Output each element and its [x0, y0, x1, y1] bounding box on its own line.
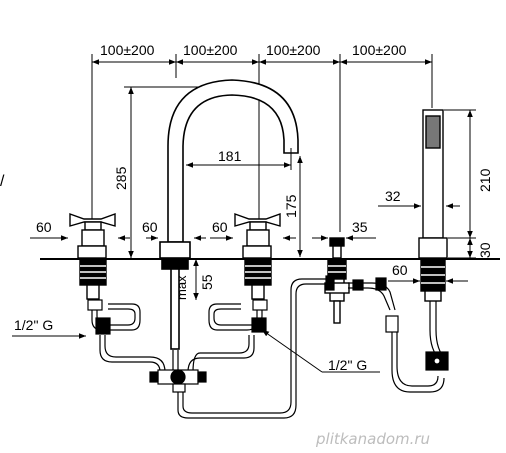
handshower-holder-label: 60 — [392, 262, 408, 278]
pipe-fittings — [87, 275, 449, 393]
spacing-1-label: 100±200 — [100, 42, 155, 58]
max-label: max — [174, 275, 189, 300]
bottom-inlet-leader — [261, 329, 380, 373]
edge-mark: / — [0, 173, 5, 190]
spacing-3-label: 100±200 — [266, 42, 321, 58]
outlet-height-label: 175 — [283, 194, 299, 218]
handshower-height-dimension — [444, 109, 476, 259]
spacing-2-label: 100±200 — [183, 42, 238, 58]
watermark: plitkanadom.ru — [315, 430, 430, 448]
diverter-width-label: 35 — [352, 219, 368, 235]
left-inlet-label: 1/2" G — [14, 317, 53, 333]
hand-shower — [418, 109, 448, 302]
deck-thickness-label: 55 — [199, 274, 215, 290]
handshower-length-label: 210 — [477, 168, 493, 192]
handle-right-width-label: 60 — [212, 219, 228, 235]
left-cross-handle — [69, 213, 116, 300]
spout — [159, 79, 299, 350]
connection-hoses — [91, 278, 447, 419]
spout-reach-label: 181 — [218, 148, 242, 164]
top-spacing-dimension — [91, 54, 433, 232]
spacing-4-label: 100±200 — [352, 42, 407, 58]
right-cross-handle — [234, 213, 281, 300]
spout-base-gap-label: 60 — [142, 219, 158, 235]
outlet-height-dimension — [290, 156, 303, 257]
spout-height-label: 285 — [113, 166, 129, 190]
spout-height-dimension — [124, 86, 210, 258]
handshower-offset-label: 32 — [385, 188, 401, 204]
handle-left-width-label: 60 — [36, 219, 52, 235]
bottom-inlet-label: 1/2" G — [328, 357, 367, 373]
handshower-base-label: 30 — [477, 242, 493, 258]
